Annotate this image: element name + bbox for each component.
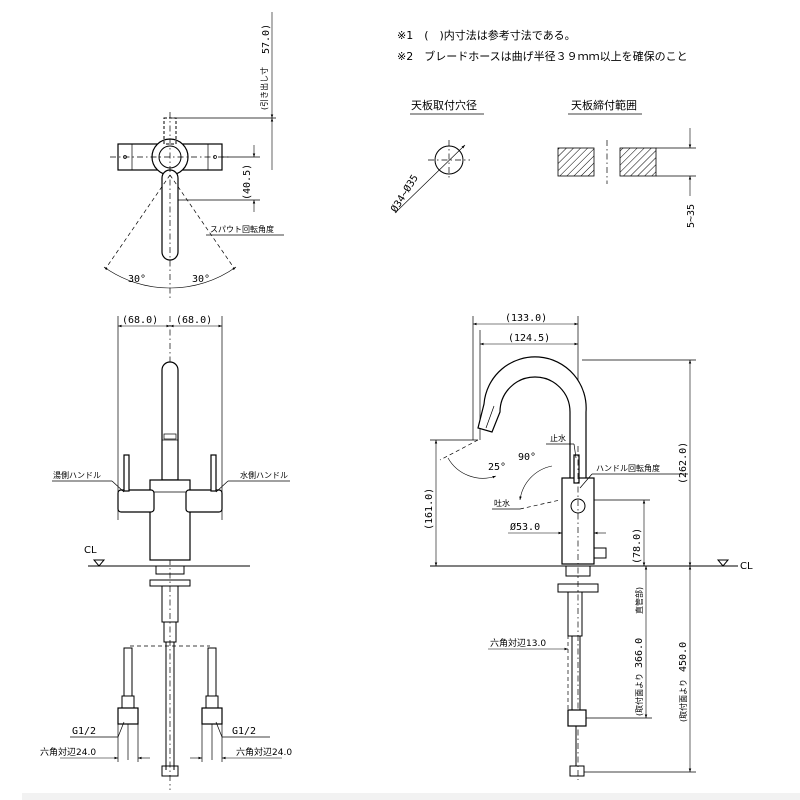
dim-450-note: (取付面より bbox=[678, 679, 688, 722]
cold-handle-label: 水側ハンドル bbox=[240, 470, 288, 480]
panel-hole-title: 天板取付穴径 bbox=[411, 98, 477, 112]
dim-366: 366.0 bbox=[634, 638, 645, 668]
pullout-label: (引き出し寸 bbox=[259, 67, 269, 110]
panel-clamp-detail: 天板締付範囲 5~35 bbox=[557, 98, 697, 228]
note-2: ※2 ブレードホースは曲げ半径３９ｍｍ以上を確保のこと bbox=[397, 49, 688, 63]
stop-water-label: 止水 bbox=[550, 433, 566, 443]
side-cl: CL bbox=[740, 561, 753, 572]
panel-clamp-title: 天板締付範囲 bbox=[571, 98, 637, 112]
spout-rotation-label: スパウト回転角度 bbox=[210, 224, 274, 234]
dim-133: (133.0) bbox=[505, 313, 547, 324]
hatch-right bbox=[619, 147, 657, 177]
front-cl: CL bbox=[84, 545, 97, 556]
hot-handle-label: 湯側ハンドル bbox=[53, 470, 101, 480]
angle-25: 25° bbox=[488, 462, 506, 473]
thread-left: G1/2 bbox=[72, 726, 96, 737]
note-1: ※1 ( )内寸法は参考寸法である。 bbox=[397, 28, 576, 42]
side-view: (133.0) (124.5) 25° 90° 止水 ハンドル回転角度 吐水 Ø… bbox=[424, 313, 753, 780]
footer-band bbox=[22, 793, 800, 800]
hex-right: 六角対辺24.0 bbox=[236, 746, 292, 758]
top-angle-left: 30° bbox=[128, 274, 146, 285]
handle-rotation-label: ハンドル回転角度 bbox=[596, 463, 660, 473]
dim-450: 450.0 bbox=[678, 642, 689, 672]
panel-clamp-thickness: 5~35 bbox=[686, 204, 697, 228]
top-view: 30° 30° スパウト回転角度 (引き出し寸 57.0) (40.5) bbox=[103, 12, 284, 300]
dim-124-5: (124.5) bbox=[508, 333, 550, 344]
dim-366-tail: 直管部) bbox=[634, 587, 644, 614]
thread-right: G1/2 bbox=[232, 726, 256, 737]
angle-90: 90° bbox=[518, 452, 536, 463]
top-angle-right: 30° bbox=[192, 274, 210, 285]
dim-161: (161.0) bbox=[424, 488, 435, 530]
panel-hole-detail: 天板取付穴径 Ø34~Ø35 bbox=[388, 98, 484, 215]
hex-left: 六角対辺24.0 bbox=[40, 746, 96, 758]
front-dim-right: (68.0) bbox=[176, 315, 212, 326]
pullout-value: 57.0) bbox=[261, 24, 272, 54]
dim-40-5: (40.5) bbox=[242, 164, 253, 200]
discharge-label: 吐水 bbox=[494, 498, 510, 508]
front-view: (68.0) (68.0) 湯側ハンドル 水側ハンドル CL bbox=[40, 315, 292, 790]
panel-hole-diameter: Ø34~Ø35 bbox=[388, 172, 421, 214]
hex-13: 六角対辺13.0 bbox=[490, 637, 546, 649]
dim-366-note: (取付面より bbox=[634, 673, 644, 716]
dim-53: Ø53.0 bbox=[510, 521, 540, 533]
dim-78: (78.0) bbox=[632, 528, 643, 564]
dim-262: (262.0) bbox=[678, 442, 689, 484]
hatch-left bbox=[557, 147, 595, 177]
front-dim-left: (68.0) bbox=[122, 315, 158, 326]
